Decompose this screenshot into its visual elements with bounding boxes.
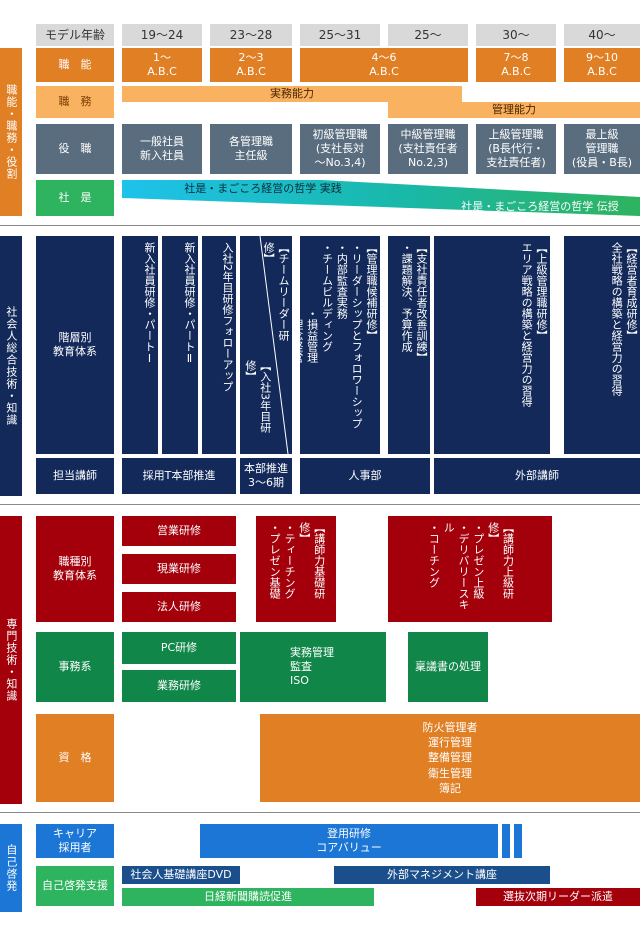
tanto-label: 担当講師	[36, 458, 114, 494]
divider-1	[0, 225, 640, 226]
kaisou-executive: 【経営者育成研修】 全社戦略の構築と経営力の習得	[564, 236, 640, 454]
external-management-course: 外部マネジメント講座	[334, 866, 550, 884]
yakushoku-cell-3: 初級管理職 (支社長対 〜No.3,4)	[300, 124, 380, 174]
header-age-5: 30〜	[476, 24, 556, 46]
kaisou-senior-manager: 【上級管理職研修】 エリア戦略の構築と経営力の習得	[434, 236, 550, 454]
kaisou-new-employee-1: 新入社員研修・パートⅠ	[122, 236, 158, 454]
kaisou-label: 階層別 教育体系	[36, 236, 114, 454]
shokumu-jitsumu-bar: 実務能力	[122, 86, 462, 102]
shokuno-cell-2: 2〜3 A.B.C	[210, 48, 292, 82]
shaze-text-teach: 社是・まごころ経営の哲学 伝授	[461, 199, 619, 213]
toyo-tick-2	[514, 824, 522, 858]
shokuno-cell-4: 7〜8 A.B.C	[476, 48, 556, 82]
tanto-external: 外部講師	[434, 458, 640, 494]
section-label-general: 社会人総合技術・知識	[0, 236, 22, 496]
header-age-3: 25〜31	[300, 24, 380, 46]
shokumu-kanri-bar: 管理能力	[388, 102, 640, 118]
row-label-shaze: 社 是	[36, 180, 114, 216]
header-model-age: モデル年齢	[36, 24, 114, 46]
yakushoku-cell-4: 中級管理職 (支社責任者 No.2,3)	[388, 124, 468, 174]
header-age-2: 23〜28	[210, 24, 292, 46]
shokuno-cell-5: 9〜10 A.B.C	[564, 48, 640, 82]
gyomu-training: 業務研修	[122, 670, 236, 702]
shikaku-label: 資 格	[36, 714, 114, 802]
section-label-role: 職能・職務・役割	[0, 48, 22, 216]
tanto-headquarters: 本部推進 3〜6期	[240, 458, 292, 494]
hojin-training: 法人研修	[122, 592, 236, 622]
pc-training: PC研修	[122, 632, 236, 664]
shikaku-list: 防火管理者 運行管理 整備管理 衛生管理 簿記	[260, 714, 640, 802]
shien-label: 自己啓発支援	[36, 866, 114, 906]
shokuno-cell-3: 4〜6 A.B.C	[300, 48, 468, 82]
kaisou-third-year: 【入社3年目研修】	[243, 360, 272, 433]
divider-2	[0, 504, 640, 505]
shokuno-cell-1: 1〜 A.B.C	[122, 48, 202, 82]
shokushu-label: 職種別 教育体系	[36, 516, 114, 622]
koushi-advanced-training: 【講師力上級研修】 ・プレゼン上級 ・デリバリースキル ・コーチング	[388, 516, 552, 622]
koushi-basic-training: 【講師力基礎研修】 ・ティーチング ・プレゼン基礎	[256, 516, 336, 622]
toyo-training: 登用研修 コアバリュー	[200, 824, 498, 858]
divider-3	[0, 812, 640, 813]
header-age-1: 19〜24	[122, 24, 202, 46]
row-label-shokumu: 職 務	[36, 86, 114, 118]
toyo-tick-1	[502, 824, 510, 858]
section-label-specialist: 専門技術・知識	[0, 516, 22, 804]
kaisou-manager-candidate: 【管理職候補研修】 ・リーダーシップとフォロワーシップ ・内部監査実務 ・チーム…	[291, 236, 380, 454]
shaze-text-practice: 社是・まごころ経営の哲学 実践	[184, 182, 342, 196]
yakushoku-cell-5: 上級管理職 (B長代行・ 支社責任者)	[476, 124, 556, 174]
kaisou-team-leader: 【チームリーダー研修】	[262, 242, 290, 341]
jimu-label: 事務系	[36, 632, 114, 702]
next-leader-dispatch: 選抜次期リーダー派遣	[476, 888, 640, 906]
section-label-self-development: 自己啓発	[0, 824, 22, 912]
header-age-4: 25〜	[388, 24, 468, 46]
tanto-recruit-team: 採用T本部推進	[122, 458, 236, 494]
tanto-hr: 人事部	[300, 458, 430, 494]
yakushoku-cell-1: 一般社員 新入社員	[122, 124, 202, 174]
kaisou-branch-head: 【支社責任者改善訓練】 ・課題解決、予算作成	[388, 236, 430, 454]
nikkei-subscription: 日経新聞購読促進	[122, 888, 374, 906]
dvd-course: 社会人基礎講座DVD	[122, 866, 240, 884]
header-age-6: 40〜	[564, 24, 640, 46]
yakushoku-cell-6: 最上級 管理職 (役員・B長)	[564, 124, 640, 174]
ringi-block: 稟議書の処理	[408, 632, 488, 702]
career-label: キャリア 採用者	[36, 824, 114, 858]
genkyo-training: 現業研修	[122, 554, 236, 584]
kaisou-leader-third-year: 【チームリーダー研修】 【入社3年目研修】	[240, 236, 292, 454]
yakushoku-cell-2: 各管理職 主任級	[210, 124, 292, 174]
eigyo-training: 営業研修	[122, 516, 236, 546]
shaze-arrow-shape	[122, 180, 640, 216]
jitsumu-kanri-block: 実務管理 監査 ISO	[240, 632, 386, 702]
row-label-shokuno: 職 能	[36, 48, 114, 82]
row-label-yakushoku: 役 職	[36, 124, 114, 174]
kaisou-new-employee-2: 新入社員研修・パートⅡ	[162, 236, 198, 454]
kaisou-second-year: 入社2年目研修フォローアップ	[202, 236, 236, 454]
kaisou-diagonal-line	[259, 236, 289, 454]
